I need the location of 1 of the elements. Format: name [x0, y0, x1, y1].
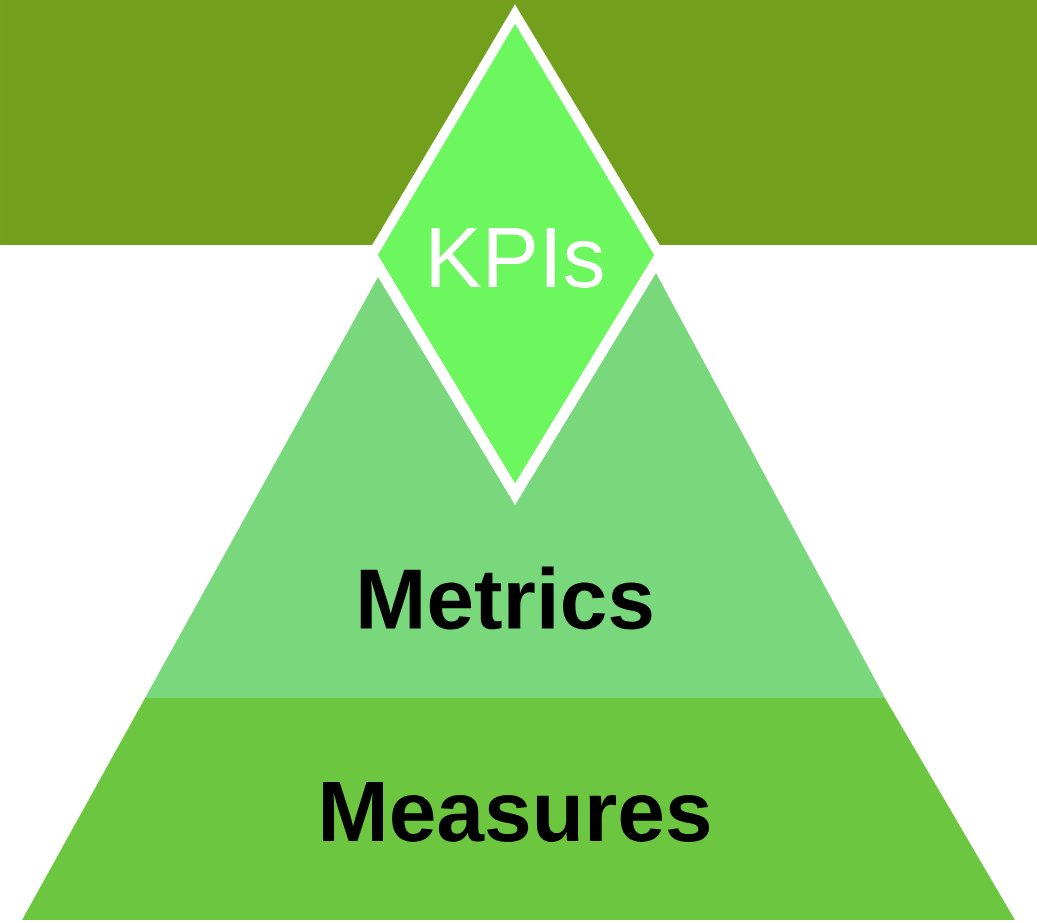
pyramid-base: Measures: [22, 698, 1015, 920]
